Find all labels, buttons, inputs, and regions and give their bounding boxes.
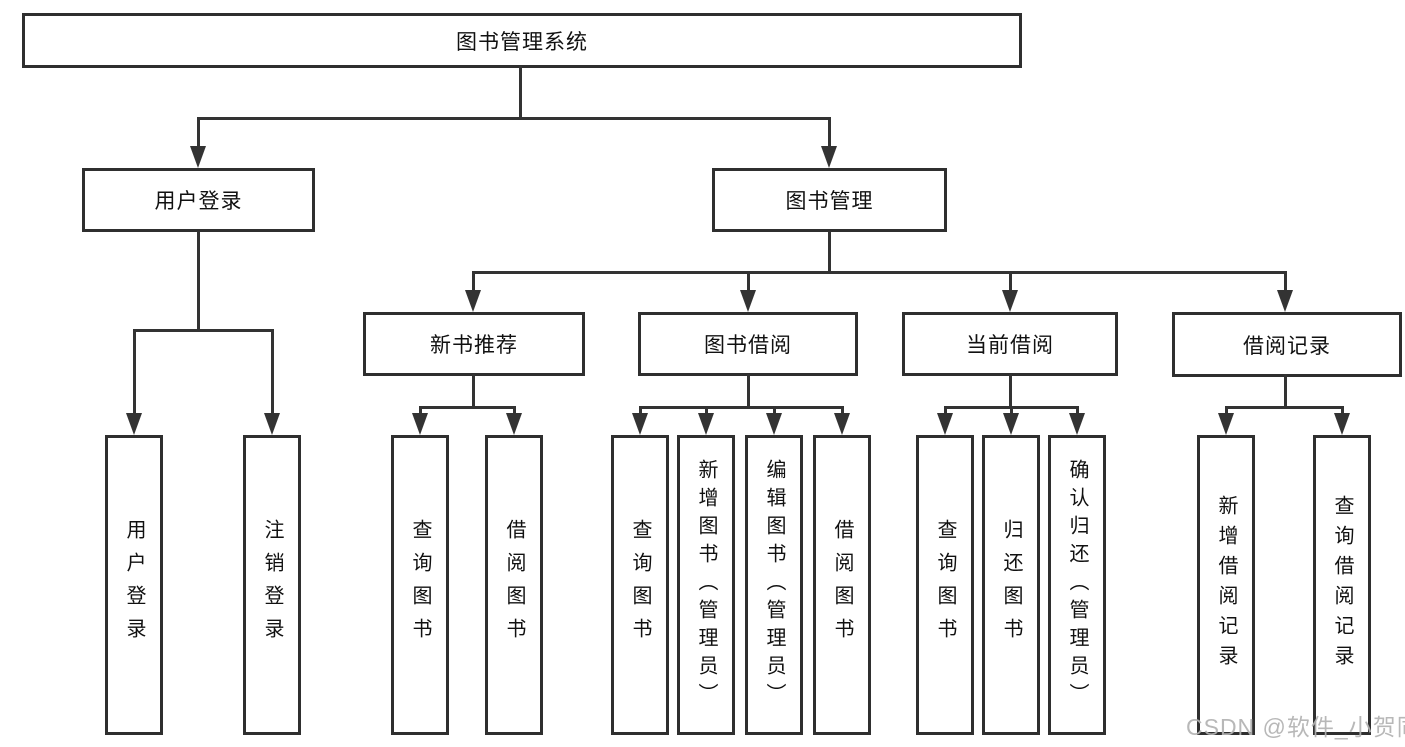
connector-line: [639, 406, 642, 418]
connector-line: [1341, 406, 1344, 418]
connector-line: [472, 271, 1287, 274]
leaf-query-books-1: 查询图书: [391, 435, 449, 735]
arrow-down-icon: [698, 413, 714, 435]
arrow-down-icon: [1277, 290, 1293, 312]
connector-line: [197, 117, 831, 120]
connector-line: [472, 271, 475, 296]
connector-line: [1076, 406, 1079, 418]
arrow-down-icon: [937, 413, 953, 435]
leaf-label: 查询借阅记录: [1331, 495, 1353, 675]
arrow-down-icon: [190, 146, 206, 168]
node-borrow-records: 借阅记录: [1172, 312, 1402, 377]
leaf-add-book-admin: 新增图书（管理员）: [677, 435, 735, 735]
leaf-query-borrow-record: 查询借阅记录: [1313, 435, 1371, 735]
arrow-down-icon: [740, 290, 756, 312]
leaf-label: 查询图书: [629, 519, 651, 651]
watermark: CSDN @软件_小贺同学: [1186, 714, 1405, 740]
arrow-down-icon: [1003, 413, 1019, 435]
node-book-management: 图书管理: [712, 168, 947, 232]
arrow-down-icon: [821, 146, 837, 168]
node-root: 图书管理系统: [22, 13, 1022, 68]
connector-line: [705, 406, 708, 418]
connector-line: [747, 374, 750, 409]
arrow-down-icon: [1069, 413, 1085, 435]
leaf-borrow-books-1: 借阅图书: [485, 435, 543, 735]
connector-line: [197, 117, 200, 150]
arrow-down-icon: [834, 413, 850, 435]
arrow-down-icon: [1218, 413, 1234, 435]
connector-line: [472, 374, 475, 409]
connector-line: [639, 406, 844, 409]
arrow-down-icon: [506, 413, 522, 435]
connector-line: [841, 406, 844, 418]
leaf-label: 新增图书（管理员）: [695, 459, 717, 711]
connector-line: [1009, 271, 1012, 296]
connector-line: [1284, 374, 1287, 409]
leaf-label: 查询图书: [409, 519, 431, 651]
connector-line: [197, 231, 200, 332]
leaf-label: 确认归还（管理员）: [1066, 459, 1088, 711]
arrow-down-icon: [632, 413, 648, 435]
arrow-down-icon: [412, 413, 428, 435]
connector-line: [1225, 406, 1344, 409]
connector-line: [747, 271, 750, 296]
leaf-user-login: 用户登录: [105, 435, 163, 735]
leaf-query-books-3: 查询图书: [916, 435, 974, 735]
leaf-label: 归还图书: [1000, 519, 1022, 651]
connector-line: [419, 406, 516, 409]
connector-line: [828, 117, 831, 150]
node-new-book-recommend: 新书推荐: [363, 312, 585, 376]
leaf-label: 新增借阅记录: [1215, 495, 1237, 675]
leaf-label: 查询图书: [934, 519, 956, 651]
connector-line: [944, 406, 947, 418]
node-book-borrow: 图书借阅: [638, 312, 858, 376]
leaf-borrow-books-2: 借阅图书: [813, 435, 871, 735]
connector-line: [519, 66, 522, 118]
arrow-down-icon: [126, 413, 142, 435]
leaf-add-borrow-record: 新增借阅记录: [1197, 435, 1255, 735]
leaf-label: 用户登录: [123, 519, 145, 651]
connector-line: [513, 406, 516, 418]
connector-line: [133, 329, 274, 332]
connector-line: [133, 329, 136, 417]
connector-line: [419, 406, 422, 418]
leaf-label: 借阅图书: [831, 519, 853, 651]
leaf-confirm-return-admin: 确认归还（管理员）: [1048, 435, 1106, 735]
connector-line: [773, 406, 776, 418]
leaf-query-books-2: 查询图书: [611, 435, 669, 735]
leaf-label: 借阅图书: [503, 519, 525, 651]
arrow-down-icon: [1002, 290, 1018, 312]
connector-line: [1010, 406, 1013, 418]
node-user-login: 用户登录: [82, 168, 315, 232]
connector-line: [271, 329, 274, 417]
connector-line: [828, 231, 831, 274]
leaf-logout: 注销登录: [243, 435, 301, 735]
arrow-down-icon: [766, 413, 782, 435]
arrow-down-icon: [264, 413, 280, 435]
node-current-borrow: 当前借阅: [902, 312, 1118, 376]
connector-line: [1009, 374, 1012, 409]
arrow-down-icon: [465, 290, 481, 312]
leaf-label: 注销登录: [261, 519, 283, 651]
connector-line: [1225, 406, 1228, 418]
arrow-down-icon: [1334, 413, 1350, 435]
connector-line: [1284, 271, 1287, 296]
leaf-edit-book-admin: 编辑图书（管理员）: [745, 435, 803, 735]
leaf-label: 编辑图书（管理员）: [763, 459, 785, 711]
leaf-return-book: 归还图书: [982, 435, 1040, 735]
